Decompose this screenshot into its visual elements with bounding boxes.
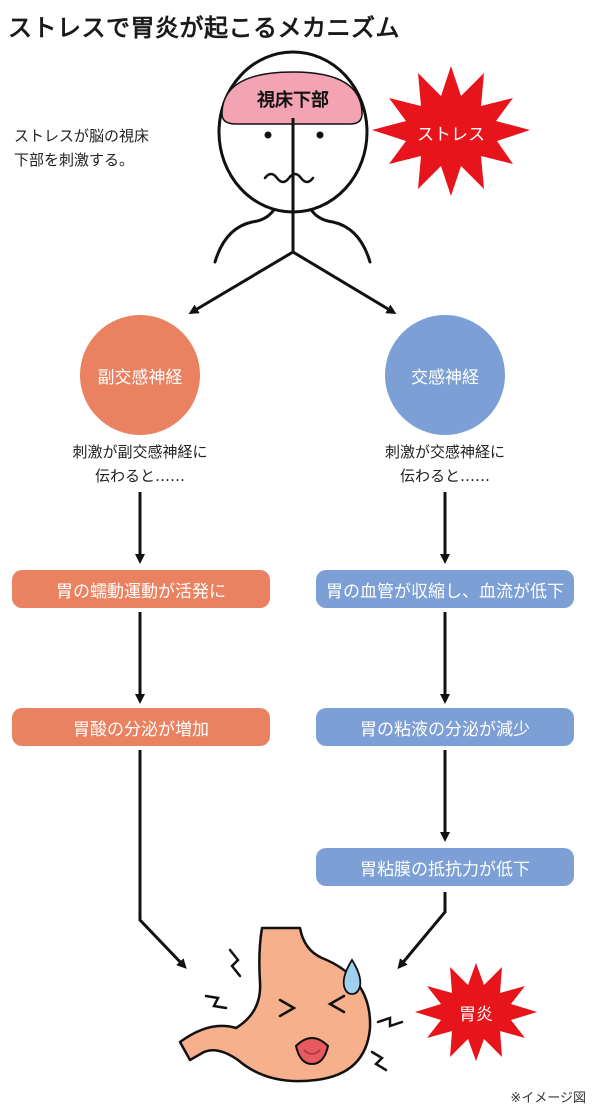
stress-burst xyxy=(372,66,530,196)
parasympathetic-label: 副交感神経 xyxy=(97,368,183,388)
left-description: 刺激が副交感神経に 伝わると…… xyxy=(30,440,250,488)
arrow-left-to-stomach xyxy=(138,750,187,969)
right-step-mucus-decrease: 胃の粘液の分泌が減少 xyxy=(316,708,574,746)
right-step-blood-flow: 胃の血管が収縮し、血流が低下 xyxy=(316,570,574,608)
gastritis-burst-label: 胃炎 xyxy=(459,1005,493,1025)
head-caption-line2: 下部を刺激する。 xyxy=(14,151,135,169)
right-description: 刺激が交感神経に 伝わると…… xyxy=(335,440,555,488)
left-step-peristalsis: 胃の蠕動運動が活発に xyxy=(12,570,270,608)
sympathetic-label: 交感神経 xyxy=(411,368,479,388)
arrow-to-parasympathetic xyxy=(188,250,294,315)
head-caption: ストレスが脳の視床 下部を刺激する。 xyxy=(14,124,149,172)
left-description-line1: 刺激が副交感神経に xyxy=(72,443,208,461)
right-description-line2: 伝わると…… xyxy=(399,467,490,485)
sympathetic-circle xyxy=(385,315,505,435)
page-title: ストレスで胃炎が起こるメカニズム xyxy=(8,14,400,42)
stress-burst-label: ストレス xyxy=(417,125,485,145)
gastritis-burst xyxy=(415,963,537,1061)
right-description-line1: 刺激が交感神経に xyxy=(384,443,505,461)
right-step-mucosa-resistance: 胃粘膜の抵抗力が低下 xyxy=(316,848,574,886)
person-head-illustration xyxy=(213,50,372,264)
left-description-line2: 伝わると…… xyxy=(94,467,185,485)
left-step-acid-increase: 胃酸の分泌が増加 xyxy=(12,708,270,746)
head-caption-line1: ストレスが脳の視床 xyxy=(14,127,150,145)
brain-shape xyxy=(221,71,363,125)
brain-label: 視床下部 xyxy=(257,90,329,111)
stomach-illustration xyxy=(178,926,404,1083)
parasympathetic-circle xyxy=(80,315,200,435)
footnote: ※イメージ図 xyxy=(510,1091,586,1106)
arrow-to-sympathetic xyxy=(292,250,397,315)
arrow-right-to-stomach xyxy=(397,892,447,970)
